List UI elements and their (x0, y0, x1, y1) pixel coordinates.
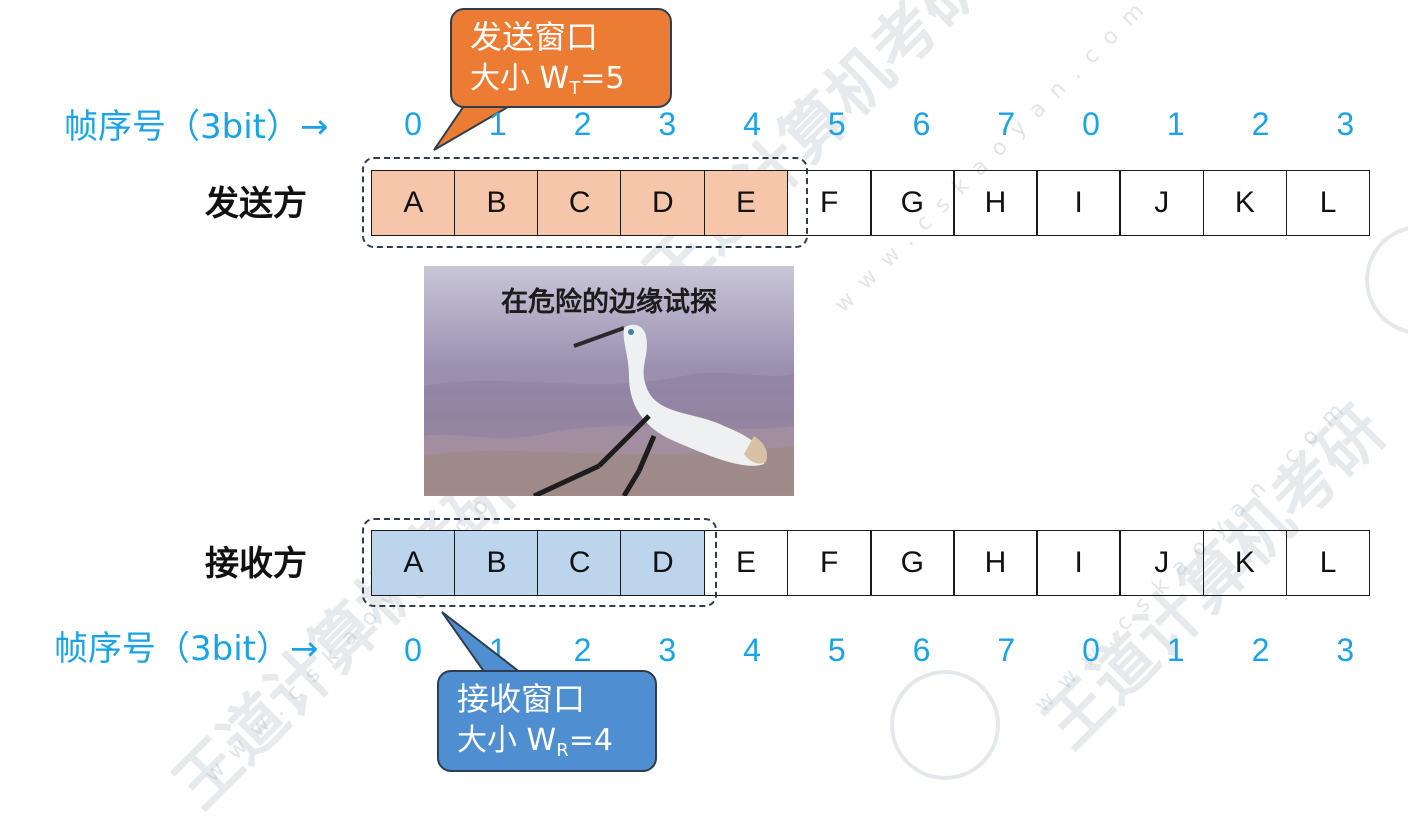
frame-cell: G (869, 530, 955, 596)
sequence-number: 1 (488, 106, 507, 142)
sequence-number: 0 (1082, 632, 1100, 668)
sequence-number: 0 (404, 632, 422, 668)
frame-cell: E (703, 530, 789, 596)
sequence-number: 2 (1251, 632, 1270, 668)
frame-cell: K (1202, 530, 1288, 596)
receiver-window-callout: 接收窗口 大小 WR=4 (437, 670, 657, 772)
sender-window-size: 大小 WT=5 (470, 61, 625, 99)
frame-cell: L (1285, 530, 1371, 596)
sender-label: 发送方 (205, 184, 307, 224)
sequence-number: 0 (1082, 106, 1100, 142)
sequence-number: 3 (658, 106, 677, 142)
frame-cell: F (786, 530, 872, 596)
frame-cell: H (953, 530, 1038, 596)
frame-cell: K (1202, 170, 1288, 236)
frame-cell: C (537, 530, 623, 596)
frame-cell: C (537, 170, 623, 236)
sequence-number: 4 (743, 106, 761, 142)
bottom-sequence-label: 帧序号（3bit）→ (54, 629, 319, 669)
meme-image: 在危险的边缘试探 (424, 266, 794, 496)
sequence-number: 2 (1251, 106, 1270, 142)
sequence-number: 6 (912, 106, 931, 142)
frame-cell: H (953, 170, 1038, 236)
frame-cell: J (1119, 170, 1205, 236)
meme-caption: 在危险的边缘试探 (501, 287, 717, 318)
watermark-seal-icon (1365, 225, 1408, 335)
sequence-number: 0 (404, 106, 422, 142)
frame-cell: B (454, 530, 539, 596)
top-sequence-label: 帧序号（3bit）→ (64, 107, 329, 147)
receiver-label: 接收方 (205, 544, 307, 584)
frame-cell: D (620, 530, 706, 596)
sequence-number: 7 (997, 106, 1016, 142)
receiver-window-size: 大小 WR=4 (457, 723, 613, 761)
sequence-number: 7 (997, 632, 1016, 668)
sequence-number: 4 (743, 632, 761, 668)
receiver-window-title: 接收窗口 (457, 680, 586, 718)
frame-cell: G (869, 170, 955, 236)
sequence-number: 2 (573, 632, 592, 668)
sender-window (362, 157, 808, 248)
frame-cell: I (1036, 170, 1121, 236)
frame-cell: D (620, 170, 706, 236)
sequence-number: 2 (573, 106, 592, 142)
sequence-number: 3 (1336, 106, 1355, 142)
frame-cell: A (371, 530, 456, 596)
frame-cell: F (786, 170, 872, 236)
egret-illustration (424, 266, 794, 496)
sequence-number: 1 (1166, 632, 1185, 668)
sequence-number: 1 (1166, 106, 1185, 142)
frame-cell: I (1036, 530, 1121, 596)
sequence-number: 3 (1336, 632, 1355, 668)
receiver-window (362, 518, 717, 607)
frame-cell: L (1285, 170, 1371, 236)
sequence-number: 5 (827, 106, 846, 142)
frame-cell: E (703, 170, 789, 236)
sequence-number: 6 (912, 632, 931, 668)
sequence-number: 5 (827, 632, 846, 668)
sender-window-title: 发送窗口 (470, 18, 599, 56)
sender-window-callout: 发送窗口 大小 WT=5 (450, 8, 672, 108)
frame-cell: A (371, 170, 456, 236)
frame-cell: J (1119, 530, 1205, 596)
sequence-number: 3 (658, 632, 677, 668)
watermark-seal-icon (890, 670, 1000, 780)
